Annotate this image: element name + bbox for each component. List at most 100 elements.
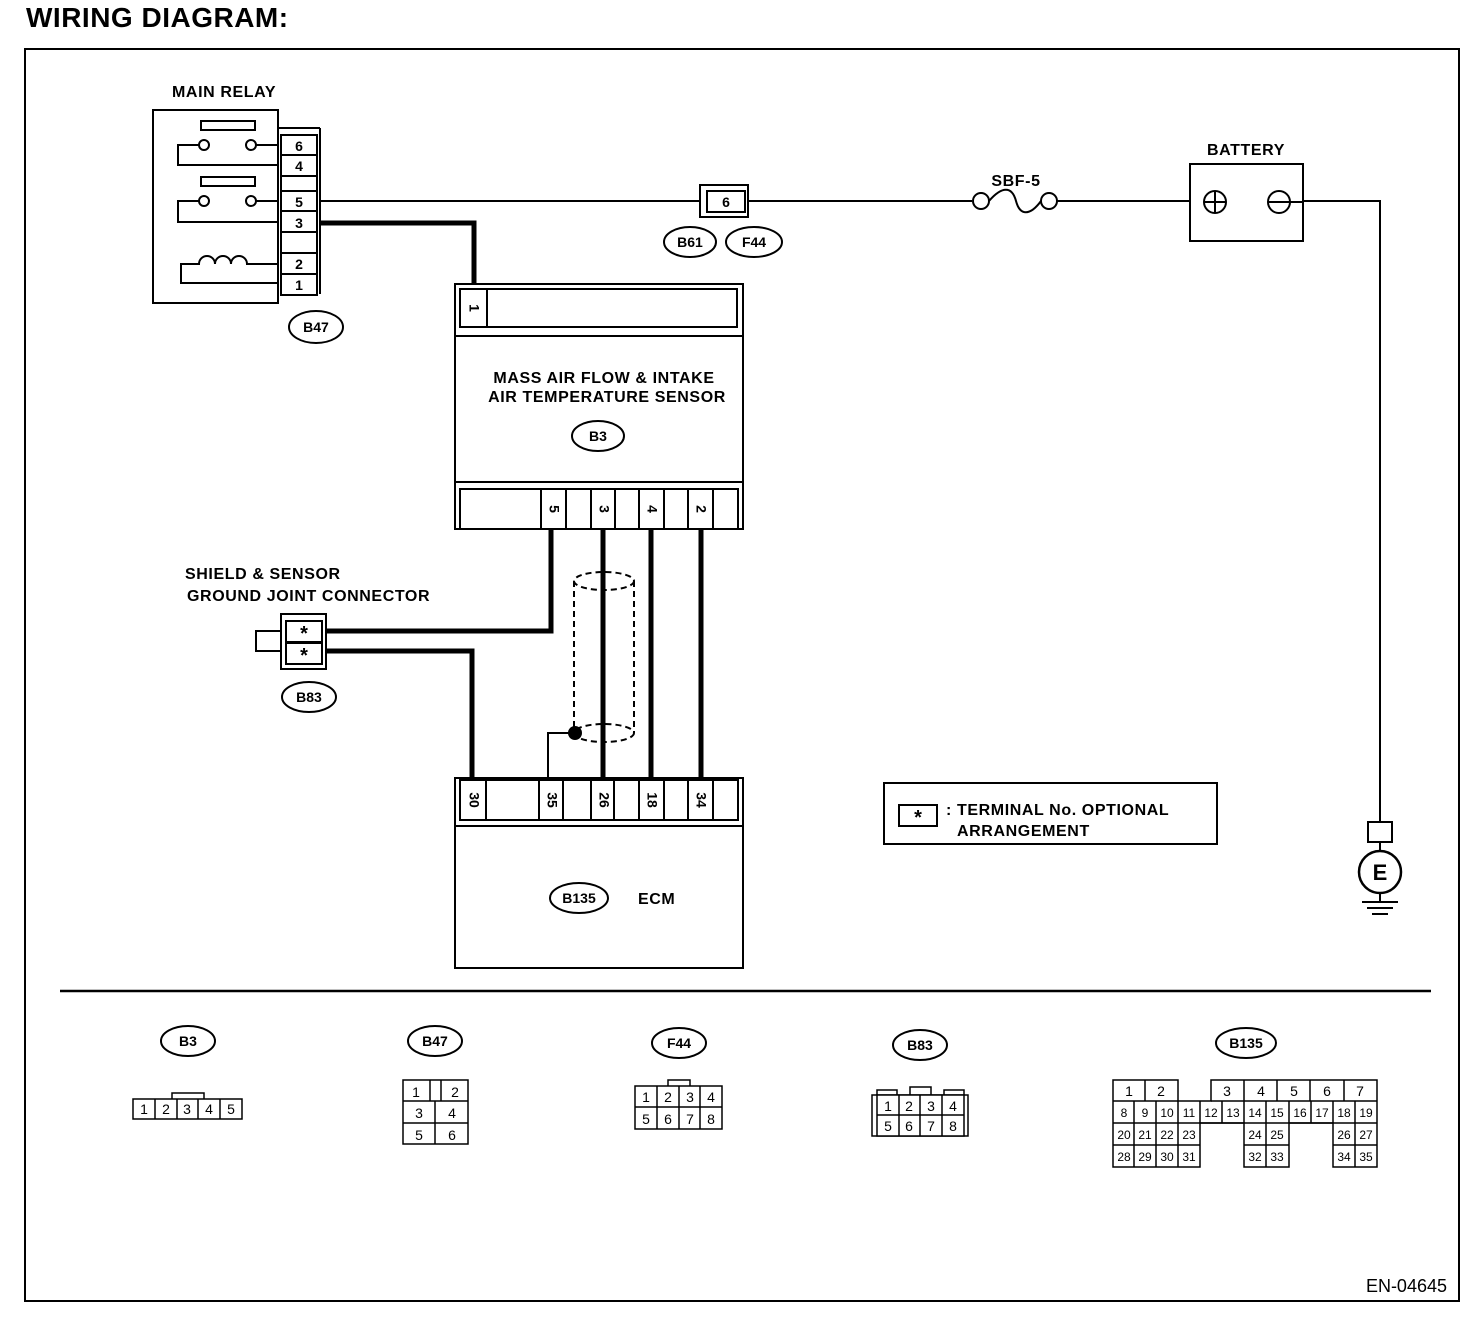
fuse-label: SBF-5 [991, 173, 1040, 190]
view-b135-pin-22: 22 [1160, 1128, 1174, 1142]
view-f44-pin-8: 8 [707, 1111, 715, 1127]
view-b135-pin-14: 14 [1248, 1106, 1262, 1120]
view-b83-pin-1: 1 [884, 1098, 892, 1114]
ecm-pin-26: 26 [596, 792, 612, 808]
view-f44-pin-7: 7 [686, 1111, 694, 1127]
view-b135-pin-10: 10 [1160, 1106, 1174, 1120]
maf-sensor: 1 MASS AIR FLOW & INTAKE AIR TEMPERATURE… [454, 283, 744, 530]
ground-e: E [1357, 821, 1403, 915]
joint-pin-1: * [300, 623, 308, 645]
view-b135-id: B135 [1229, 1035, 1263, 1051]
inline-connector-id-f44: F44 [742, 234, 766, 250]
view-b3-pin-2: 2 [162, 1101, 170, 1117]
ecm-pin-30: 30 [466, 792, 482, 808]
view-b135-pin-28: 28 [1117, 1150, 1131, 1164]
view-b135-pin-4: 4 [1257, 1083, 1265, 1099]
ecm-pin-34: 34 [693, 792, 709, 808]
diagram-frame [24, 48, 1460, 1302]
view-b135-pin-21: 21 [1138, 1128, 1152, 1142]
view-b135-pin-20: 20 [1117, 1128, 1131, 1142]
relay-pin-1: 1 [295, 277, 303, 293]
view-b47-pin-6: 6 [448, 1127, 456, 1143]
ground-label: E [1373, 860, 1388, 885]
view-b135-pin-32: 32 [1248, 1150, 1262, 1164]
view-f44-pin-4: 4 [707, 1089, 715, 1105]
legend-line2: ARRANGEMENT [957, 823, 1090, 840]
connector-view-b135: B135 1 2 3 4 5 6 7 8 9 10 11 12 13 [1112, 1027, 1378, 1168]
view-b83-pin-3: 3 [927, 1098, 935, 1114]
view-b135-pin-2: 2 [1157, 1083, 1165, 1099]
joint-connector-label-line2: GROUND JOINT CONNECTOR [187, 588, 430, 605]
joint-connector-id: B83 [296, 689, 322, 705]
view-b47-pin-4: 4 [448, 1105, 456, 1121]
view-b135-pin-19: 19 [1359, 1106, 1373, 1120]
wires [320, 200, 1381, 822]
view-f44-pin-2: 2 [664, 1089, 672, 1105]
view-b83-pin-2: 2 [905, 1098, 913, 1114]
view-b47-id: B47 [422, 1033, 448, 1049]
view-b83-pin-8: 8 [949, 1118, 957, 1134]
sensor-label-line1: MASS AIR FLOW & INTAKE [493, 370, 714, 387]
relay-pin-6: 6 [295, 138, 303, 154]
view-b135-pin-6: 6 [1323, 1083, 1331, 1099]
view-b135-pin-27: 27 [1359, 1128, 1373, 1142]
view-b47-pin-2: 2 [451, 1084, 459, 1100]
view-b135-pin-35: 35 [1359, 1150, 1373, 1164]
view-f44-id: F44 [667, 1035, 691, 1051]
view-b47-pin-3: 3 [415, 1105, 423, 1121]
view-b135-pin-3: 3 [1223, 1083, 1231, 1099]
sensor-pin-3: 3 [596, 505, 612, 513]
view-b3-pin-5: 5 [227, 1101, 235, 1117]
view-b3-id: B3 [179, 1033, 197, 1049]
view-b135-pin-29: 29 [1138, 1150, 1152, 1164]
relay-connector-id: B47 [303, 319, 329, 335]
view-b83-id: B83 [907, 1037, 933, 1053]
sensor-connector-id: B3 [589, 428, 607, 444]
sensor-pin-2: 2 [693, 505, 709, 513]
view-b83-pin-5: 5 [884, 1118, 892, 1134]
fuse: SBF-5 [972, 173, 1058, 214]
view-b135-pin-34: 34 [1337, 1150, 1351, 1164]
view-b135-pin-24: 24 [1248, 1128, 1262, 1142]
ecm-pin-35: 35 [544, 792, 560, 808]
view-b135-pin-5: 5 [1290, 1083, 1298, 1099]
view-b135-pin-12: 12 [1204, 1106, 1218, 1120]
view-b135-pin-25: 25 [1270, 1128, 1284, 1142]
joint-pin-2: * [300, 645, 308, 667]
view-b135-pin-8: 8 [1121, 1106, 1128, 1120]
view-b3-pin-3: 3 [183, 1101, 191, 1117]
ecm-label: ECM [638, 891, 675, 908]
view-b135-pin-16: 16 [1293, 1106, 1307, 1120]
joint-connector: SHIELD & SENSOR GROUND JOINT CONNECTOR *… [185, 566, 430, 713]
view-f44-pin-5: 5 [642, 1111, 650, 1127]
view-b135-pin-9: 9 [1142, 1106, 1149, 1120]
view-b135-pin-17: 17 [1315, 1106, 1329, 1120]
connector-view-b83: B83 1 2 3 4 5 6 7 8 [871, 1029, 969, 1137]
connector-view-b3: B3 1 2 3 4 5 [132, 1025, 243, 1120]
view-b135-pin-15: 15 [1270, 1106, 1284, 1120]
view-b3-pin-1: 1 [140, 1101, 148, 1117]
legend-symbol: * [914, 807, 922, 829]
battery: BATTERY [1189, 142, 1304, 242]
ecm-pin-18: 18 [644, 792, 660, 808]
figure-code: EN-04645 [1366, 1276, 1447, 1296]
legend: * : TERMINAL No. OPTIONAL ARRANGEMENT [883, 782, 1218, 845]
shield-ground-dot [568, 726, 582, 740]
view-b135-pin-31: 31 [1182, 1150, 1196, 1164]
view-b135-pin-23: 23 [1182, 1128, 1196, 1142]
connector-view-b47: B47 1 2 3 4 5 6 [402, 1025, 469, 1145]
view-b47-pin-5: 5 [415, 1127, 423, 1143]
view-b135-pin-13: 13 [1226, 1106, 1240, 1120]
view-b135-pin-1: 1 [1125, 1083, 1133, 1099]
joint-connector-label-line1: SHIELD & SENSOR [185, 566, 341, 583]
main-relay-label: MAIN RELAY [172, 84, 276, 101]
legend-line1: : TERMINAL No. OPTIONAL [946, 802, 1169, 819]
inline-pin-6: 6 [722, 194, 730, 210]
page-title: WIRING DIAGRAM: [26, 2, 289, 33]
view-b83-pin-6: 6 [905, 1118, 913, 1134]
view-b135-pin-18: 18 [1337, 1106, 1351, 1120]
inline-connector: 6 B61 F44 [663, 184, 783, 258]
sensor-pin-1: 1 [466, 304, 482, 312]
relay-pin-3: 3 [295, 215, 303, 231]
